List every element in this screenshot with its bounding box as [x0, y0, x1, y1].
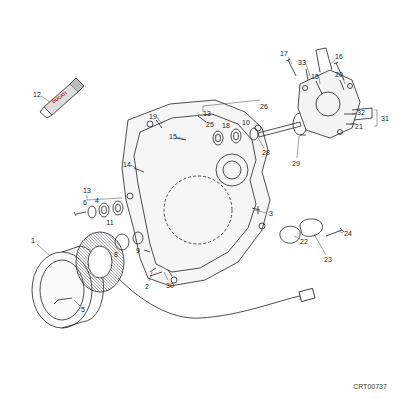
callout-number: 21 [355, 123, 363, 130]
callout-number: 13 [83, 187, 91, 194]
callout-number: 5 [81, 306, 85, 313]
callout-number: 33 [298, 59, 306, 66]
callout-number: 22 [300, 238, 308, 245]
callout-number: 9 [136, 247, 140, 254]
callout-number: 25 [206, 121, 214, 128]
callout-number: 29 [292, 160, 300, 167]
callout-number: 19 [149, 113, 157, 120]
callout-number: 18 [222, 122, 230, 129]
callout-number: 28 [262, 149, 270, 156]
callout-number: 10 [242, 119, 250, 126]
leader-lines [37, 57, 377, 306]
callout-number: 4 [95, 197, 99, 204]
callout-number: 12 [33, 91, 41, 98]
callout-number: 11 [106, 219, 113, 226]
callout-number: 13 [203, 110, 211, 117]
callout-number: 14 [123, 161, 131, 168]
callout-number: 17 [280, 50, 288, 57]
callout-number: 1 [31, 237, 35, 244]
callout-number: 8 [114, 251, 118, 258]
illustration [32, 48, 372, 328]
callout-number: 30 [166, 282, 174, 289]
callout-number: 24 [344, 230, 352, 237]
callout-number: 32 [357, 109, 365, 116]
callout-number: 31 [381, 115, 389, 122]
callout-number: 3 [269, 210, 273, 217]
callout-number: 15 [169, 133, 177, 140]
callout-number: 26 [260, 103, 268, 110]
callout-number: 2 [145, 283, 149, 290]
callout-number: 20 [335, 71, 343, 78]
callout-number: 16 [335, 53, 343, 60]
callout-number: 23 [324, 256, 332, 263]
callout-number: 15 [311, 73, 319, 80]
callout-number: 6 [83, 199, 87, 206]
drawing-code: CRT00737 [353, 383, 387, 390]
